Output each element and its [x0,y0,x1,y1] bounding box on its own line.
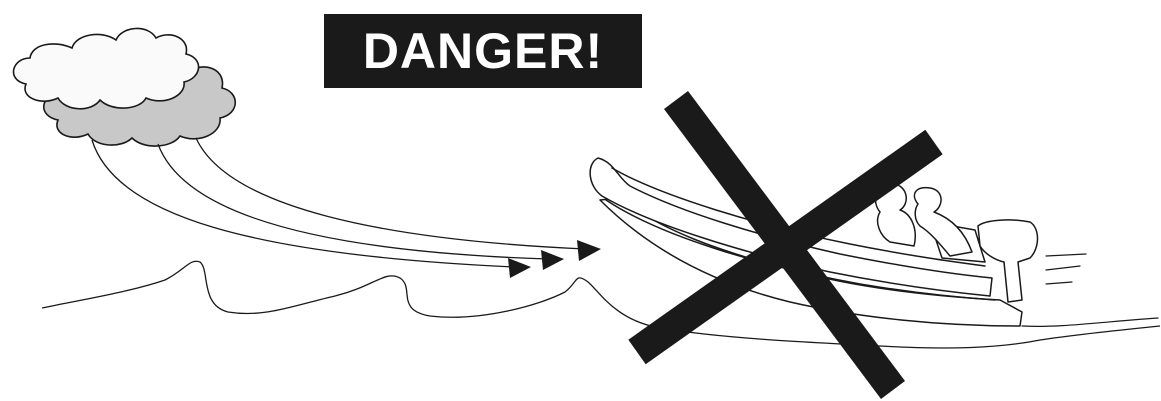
wind-arrowhead-2 [541,250,564,270]
wind-line-2 [158,144,548,259]
danger-banner-text: DANGER! [363,26,603,76]
danger-banner: DANGER! [324,14,642,88]
boat-motion-lines [1046,254,1086,284]
wind-line-1 [92,140,515,267]
boat-wake [1022,318,1158,326]
boat-person-2 [914,188,972,256]
wind-gust-arrows-icon [92,138,585,267]
cloud-front [14,28,199,108]
wind-arrowhead-1 [508,258,531,278]
storm-cloud-icon [14,28,236,146]
wind-arrowhead-3 [577,240,601,261]
wind-line-3 [196,138,585,249]
